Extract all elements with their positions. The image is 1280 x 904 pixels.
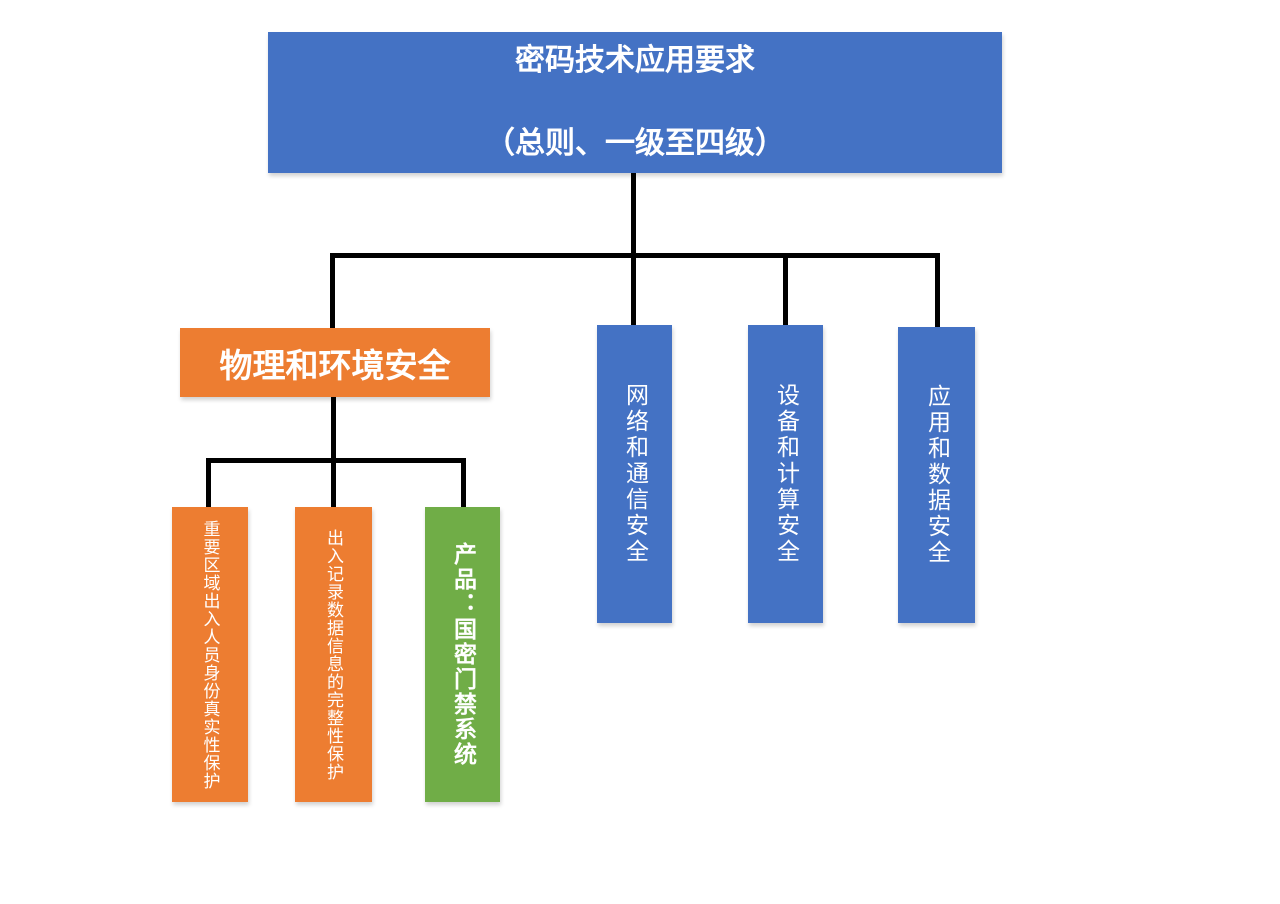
leaf-node-product-sm-access-control: 产品：国密门禁系统	[425, 507, 500, 802]
branch-label-physical-environment: 物理和环境安全	[219, 345, 451, 385]
branch-node-application-data-security: 应用和数据安全	[898, 327, 975, 623]
branch-label-device-computing: 设备和计算安全	[772, 383, 799, 565]
connector-drop-leaf-identity	[206, 458, 211, 507]
connector-physical-vertical	[331, 397, 336, 507]
branch-node-network-communication-security: 网络和通信安全	[597, 325, 672, 623]
branch-node-device-computing-security: 设备和计算安全	[748, 325, 823, 623]
connector-level1-horizontal	[330, 253, 940, 258]
root-title-line2: （总则、一级至四级）	[485, 125, 785, 161]
leaf-label-record-integrity: 出入记录数据信息的完整性保护	[323, 528, 343, 781]
branch-node-physical-environment-security: 物理和环境安全	[180, 328, 490, 397]
branch-label-network-communication: 网络和通信安全	[621, 383, 648, 565]
connector-drop-leaf-product	[461, 458, 466, 507]
branch-label-application-data: 应用和数据安全	[923, 384, 950, 566]
root-title-line1: 密码技术应用要求	[515, 43, 755, 78]
connector-drop-physical	[330, 253, 335, 328]
connector-drop-device	[783, 253, 788, 327]
connector-root-vertical	[631, 173, 636, 327]
leaf-node-area-access-identity-authenticity: 重要区域出入人员身份真实性保护	[172, 507, 248, 802]
connector-level2-horizontal	[206, 458, 466, 463]
leaf-label-identity-authenticity: 重要区域出入人员身份真实性保护	[199, 519, 220, 790]
root-node-crypto-requirements: 密码技术应用要求 （总则、一级至四级）	[268, 32, 1002, 173]
leaf-node-access-record-integrity: 出入记录数据信息的完整性保护	[295, 507, 372, 802]
connector-drop-application	[935, 253, 940, 327]
leaf-label-product-sm-access-control: 产品：国密门禁系统	[449, 542, 476, 767]
